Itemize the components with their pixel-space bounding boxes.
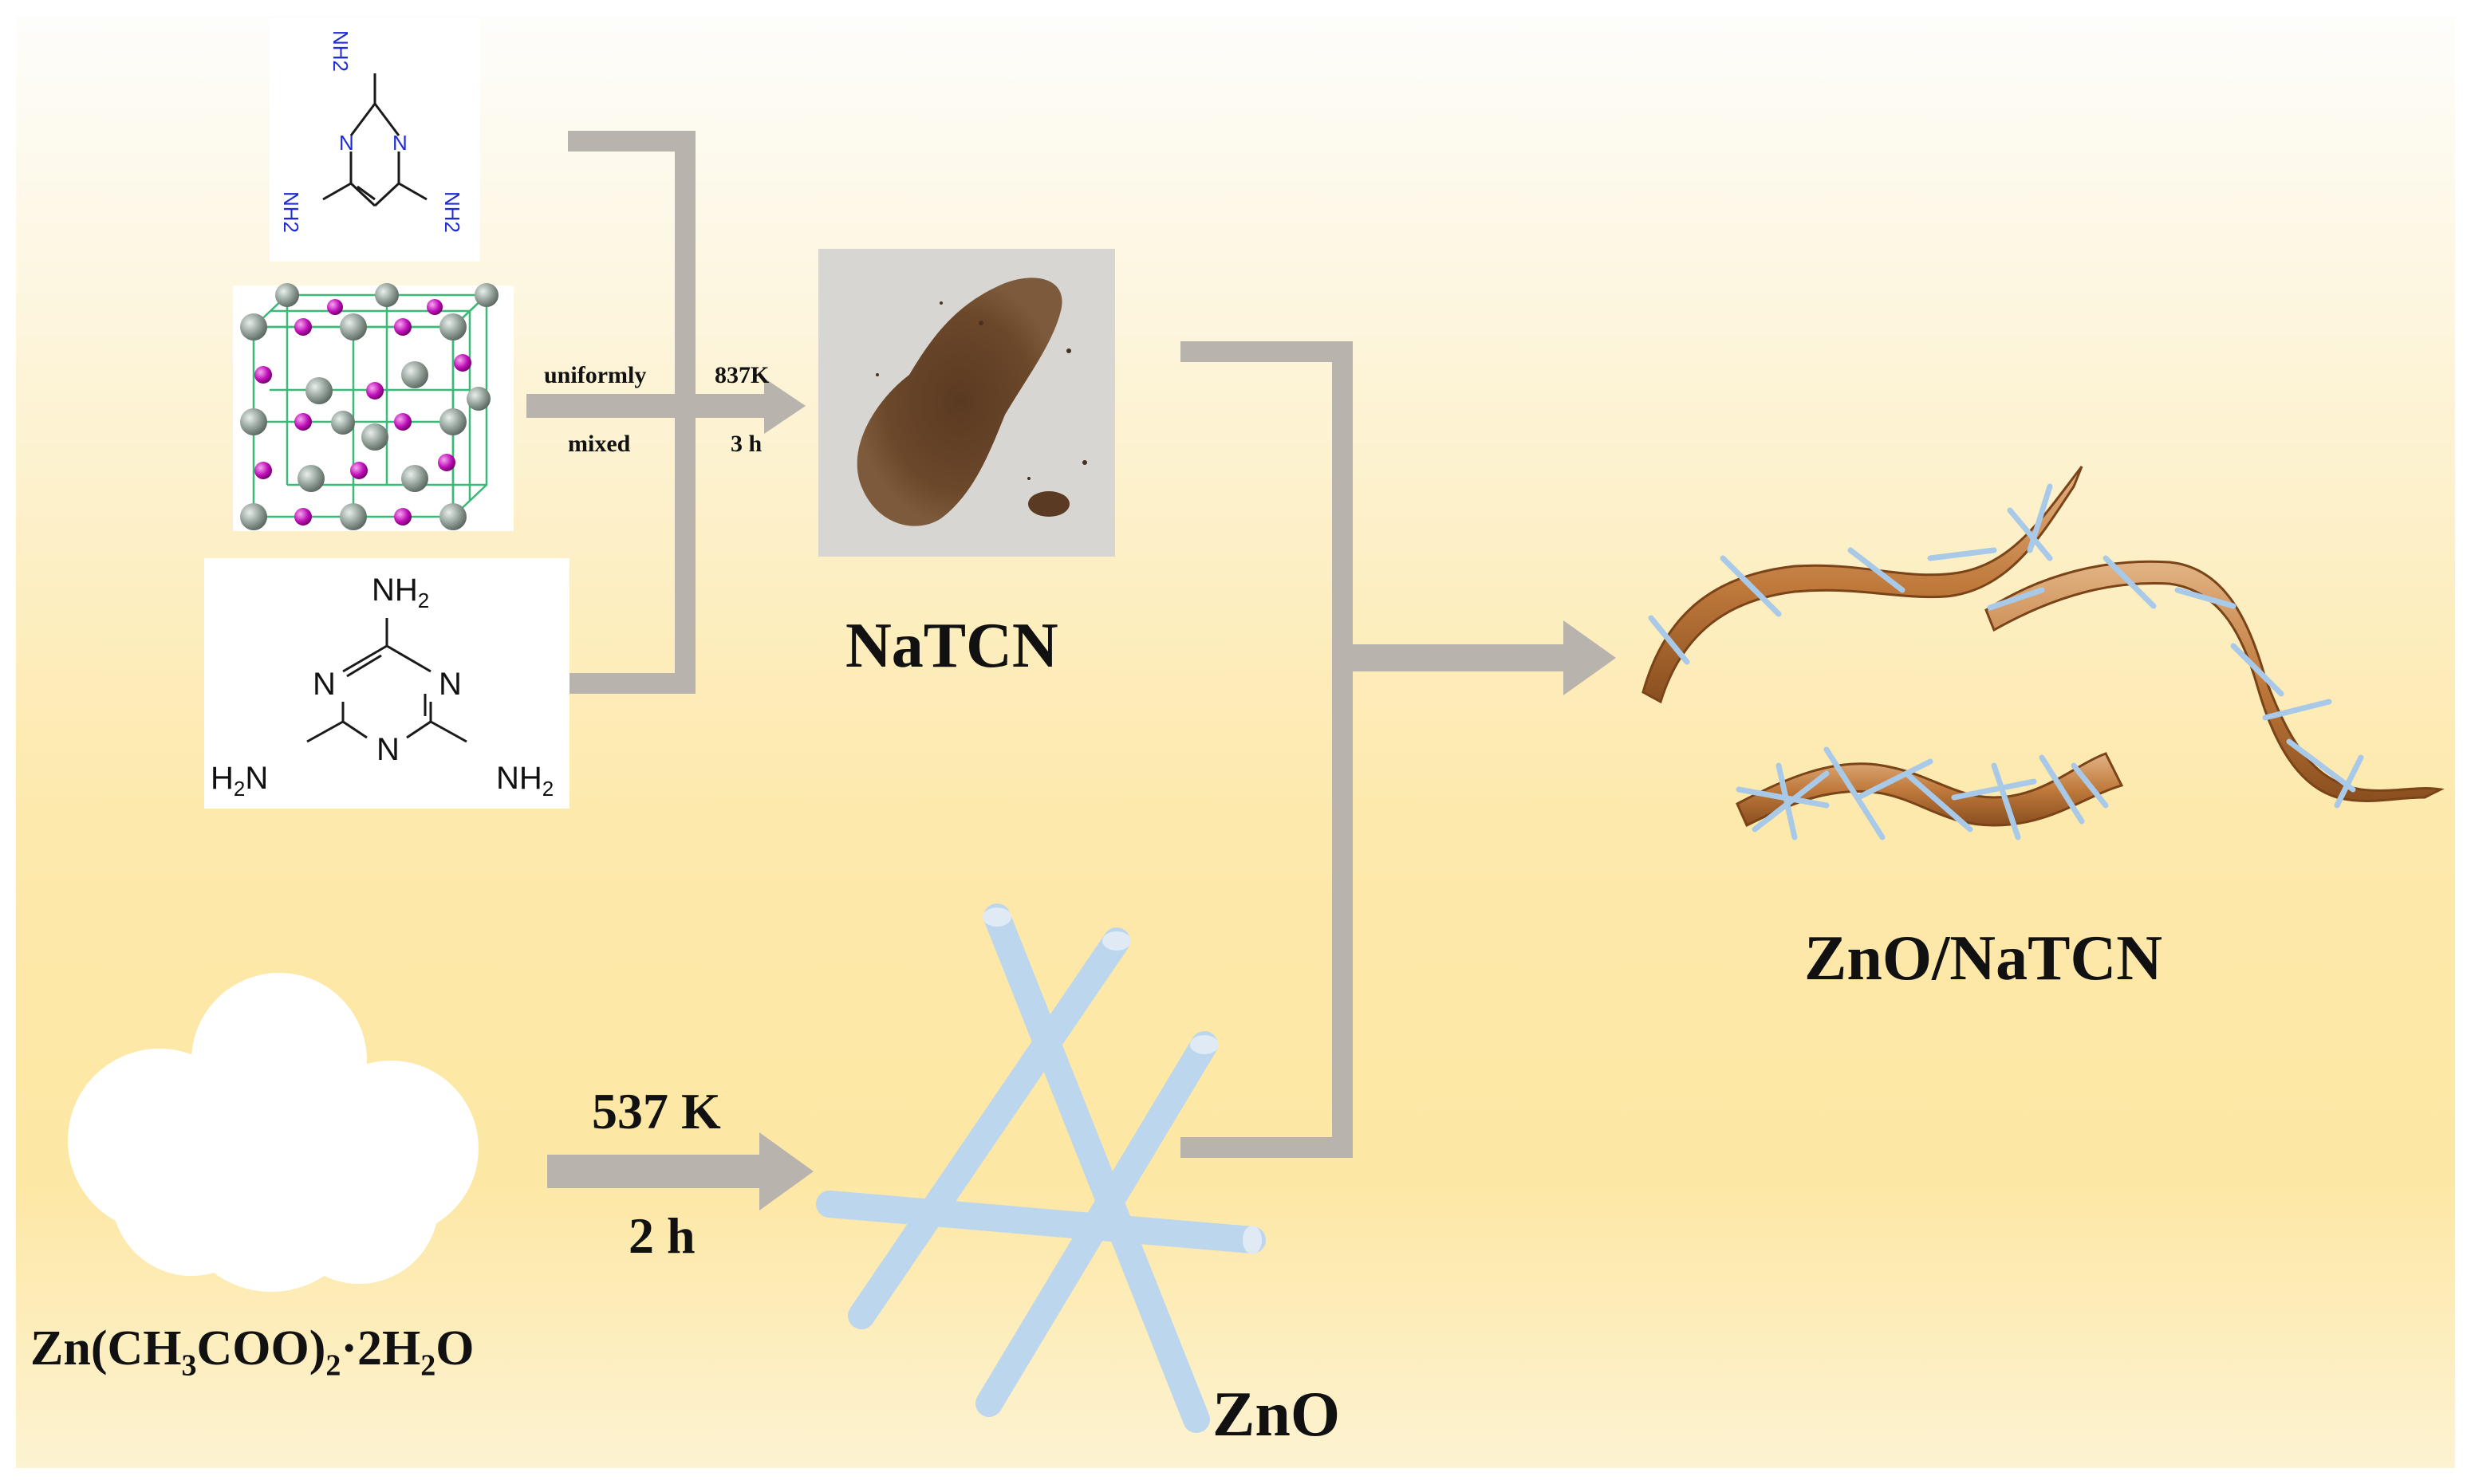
mel-nh2-right: NH2 <box>496 761 554 801</box>
mel-n-left: N <box>313 667 336 702</box>
top-n-right: N <box>392 131 408 155</box>
product-label: ZnO/NaTCN <box>1804 923 2162 994</box>
step1-uniformly: uniformly <box>544 362 647 388</box>
zno-label: ZnO <box>1212 1380 1341 1450</box>
top-n-left: N <box>339 131 354 155</box>
step1-time: 3 h <box>731 431 763 457</box>
composite-ribbons <box>1641 466 2445 828</box>
natcn-label: NaTCN <box>845 611 1058 681</box>
natcn-powder-photo <box>818 249 1115 557</box>
step1-temp: 837K <box>715 362 770 388</box>
mel-h2n-left: H2N <box>211 761 269 801</box>
nacl-lattice-icon <box>233 283 514 531</box>
top-nh2-top: NH2 <box>329 30 353 73</box>
arrow-step1 <box>526 378 806 434</box>
composite-zno-needles <box>1648 483 2364 840</box>
precursor-label: Zn(CH3COO)2·2H2O <box>30 1321 475 1383</box>
step1-mixed: mixed <box>568 431 631 457</box>
molecule-top-icon <box>270 18 480 262</box>
top-nh2-left: NH2 <box>279 191 303 234</box>
step2-time: 2 h <box>629 1207 696 1264</box>
zno-rods <box>816 903 1266 1433</box>
mel-nh-top: NH2 <box>372 573 430 612</box>
merge-bracket-2 <box>1180 341 1353 1158</box>
top-nh2-right: NH2 <box>440 191 464 234</box>
precursor-cloud <box>68 973 479 1292</box>
melamine-molecule-icon <box>204 558 569 809</box>
arrow-final <box>1353 620 1616 695</box>
mel-n-right: N <box>439 667 462 702</box>
mel-n-bottom: N <box>376 732 400 767</box>
arrow-step2 <box>547 1132 814 1210</box>
step2-temp: 537 K <box>592 1083 721 1140</box>
